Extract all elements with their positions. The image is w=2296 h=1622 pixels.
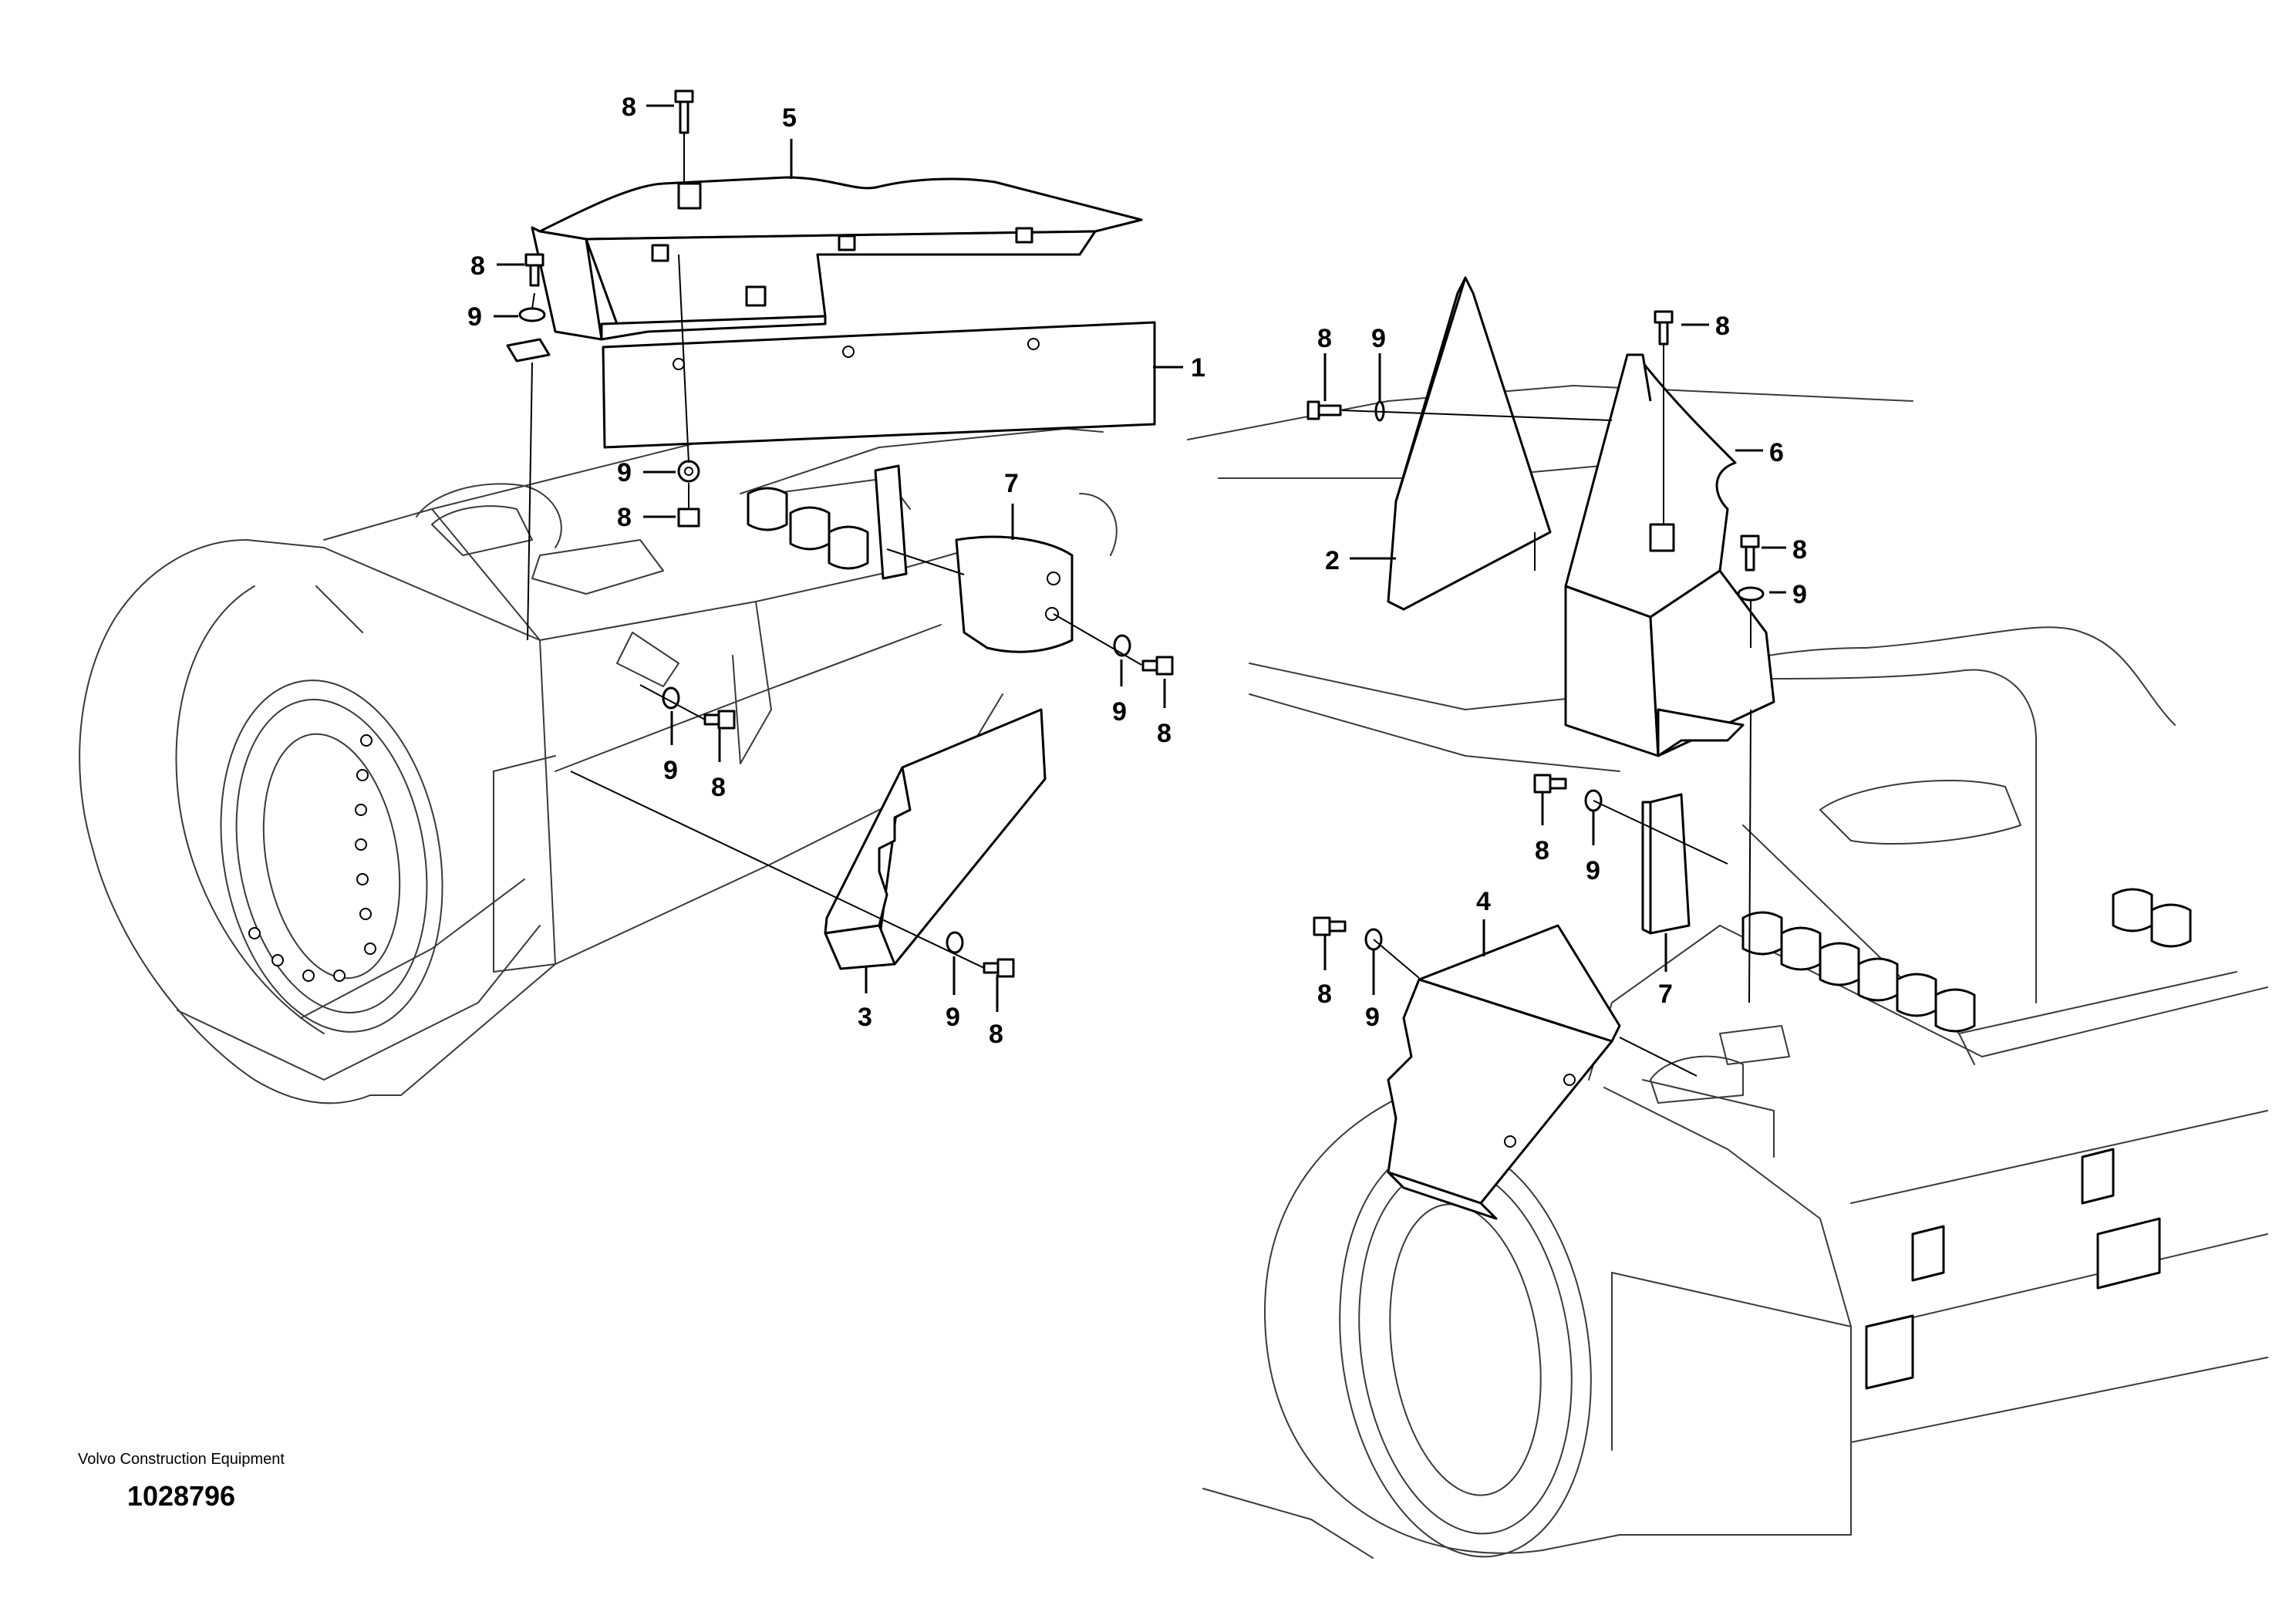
manufacturer-label: Volvo Construction Equipment xyxy=(78,1451,285,1468)
right-axle-frame xyxy=(1187,385,2268,1559)
callout-9: 9 xyxy=(1792,580,1807,609)
callout-9: 9 xyxy=(467,302,482,332)
right-frame-nuts xyxy=(1741,888,2192,1033)
callout-4: 4 xyxy=(1476,887,1491,916)
fasteners xyxy=(518,89,1765,978)
part-3-angled-plate xyxy=(824,708,1047,970)
bolt-icon xyxy=(1654,310,1674,346)
bolt-icon xyxy=(1740,534,1760,572)
washer-icon xyxy=(518,307,546,322)
callout-3: 3 xyxy=(858,1003,872,1032)
part-4-angled-plate xyxy=(1387,924,1621,1220)
callout-8: 8 xyxy=(1715,312,1730,341)
right-frame-blocks xyxy=(1865,1148,2161,1390)
callout-8: 8 xyxy=(1317,324,1332,353)
drawing-caption: Volvo Construction Equipment 1028796 xyxy=(69,1450,293,1513)
bolt-icon xyxy=(703,710,736,730)
left-axle-frame xyxy=(79,416,1118,1104)
washer-icon xyxy=(1737,586,1765,602)
callout-1: 1 xyxy=(1191,353,1205,383)
callout-2: 2 xyxy=(1325,546,1340,575)
part-5-top-cover xyxy=(506,176,1143,363)
part-7-bracket-left xyxy=(955,535,1074,653)
bolt-icon xyxy=(524,253,544,287)
callout-8: 8 xyxy=(470,251,485,281)
nut-icon xyxy=(677,508,700,528)
callout-7: 7 xyxy=(1658,980,1673,1009)
callout-8: 8 xyxy=(1157,719,1172,748)
callout-7: 7 xyxy=(1004,469,1019,498)
callout-8: 8 xyxy=(1535,836,1549,865)
bolt-icon xyxy=(1533,774,1567,794)
left-frame-bolt-holes xyxy=(248,734,376,982)
callout-9: 9 xyxy=(1371,324,1386,353)
callout-9: 9 xyxy=(1112,697,1127,727)
bolt-icon xyxy=(674,89,694,134)
bolt-icon xyxy=(983,958,1015,978)
part-2-tall-plate xyxy=(1387,276,1552,611)
callout-8: 8 xyxy=(1792,535,1807,565)
part-1-front-plate xyxy=(602,321,1156,449)
leader-lines xyxy=(494,104,1786,1012)
drawing-number: 1028796 xyxy=(126,1480,236,1512)
callout-5: 5 xyxy=(782,103,797,133)
part-6-box-shield xyxy=(1564,353,1775,757)
callout-9: 9 xyxy=(946,1003,960,1032)
washer-icon xyxy=(946,931,964,954)
callout-8: 8 xyxy=(711,773,726,802)
bolt-icon xyxy=(1141,656,1174,676)
callout-6: 6 xyxy=(1769,438,1784,467)
callout-9: 9 xyxy=(1365,1003,1380,1032)
callout-8: 8 xyxy=(989,1020,1003,1049)
bolt-icon xyxy=(1313,916,1347,936)
part-7-bracket-right xyxy=(1641,793,1691,935)
callout-9: 9 xyxy=(1586,856,1600,885)
callout-8: 8 xyxy=(1317,980,1332,1009)
assembly-lines xyxy=(527,133,1752,1077)
washer-icon xyxy=(1113,634,1131,657)
callout-9: 9 xyxy=(663,756,678,785)
callout-8: 8 xyxy=(622,93,636,122)
bolt-icon xyxy=(1306,400,1342,420)
callout-labels: 8 5 8 9 1 9 8 7 9 8 9 8 3 9 8 8 9 2 8 6 … xyxy=(467,93,1807,1049)
left-frame-nuts xyxy=(747,464,908,580)
callout-8: 8 xyxy=(617,503,632,532)
callout-9: 9 xyxy=(617,458,632,487)
